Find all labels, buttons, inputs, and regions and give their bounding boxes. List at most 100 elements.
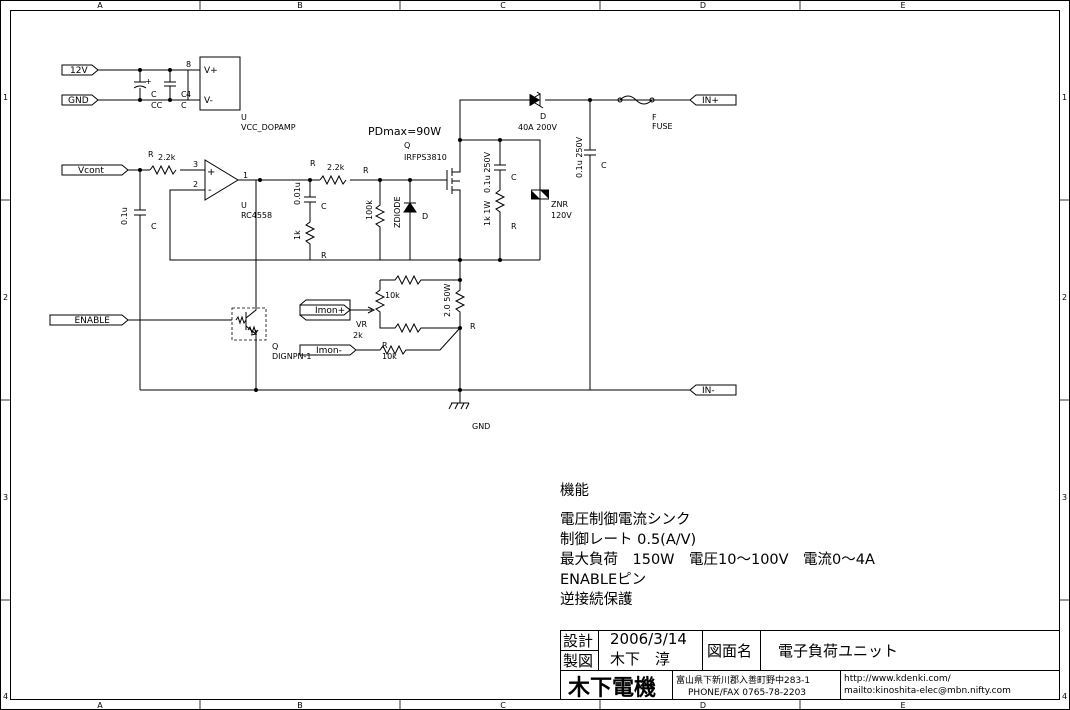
vr-ref: VR [356,320,367,329]
resistor-input-ref: R [148,150,154,159]
vr-potentiometer [374,280,460,334]
power-cap2-ref: CC [151,101,163,110]
resistor-imon-value: 10k [382,352,397,361]
port-12v [61,64,99,76]
enable-section: _ENABLE Q DIGNPN-1 [49,180,312,392]
cap-input-value: 0.1u [120,207,129,225]
port-imon-plus-box [299,304,351,316]
resistor-gate-value: 2.2k [327,163,345,172]
opamp-plus: + [207,167,215,178]
snubber-cap-value: 0.1u 250V [483,151,492,193]
junction-dot [168,98,172,102]
npn-transistor-box [231,307,267,341]
output-cap-ref: C [601,161,607,170]
col-label-top-c: C [500,1,506,10]
power-cap1-ref: C [151,90,157,99]
port-enable [49,314,129,326]
function-line-4: ENABLEピン [560,571,646,588]
junction-dot [168,68,172,72]
znr-varistor [531,189,549,260]
resistor-imon [356,327,461,356]
znr-body-top [531,190,540,199]
design-label: 設計 [563,632,593,650]
feedback-rc [304,180,316,260]
resistor-100k-ref: R [363,166,369,175]
port-imon-minus-label: Imon- [316,346,342,356]
function-line-2: 制御レート 0.5(A/V) [560,531,696,548]
row-label-right-1: 1 [1062,93,1067,102]
junction-dot [258,178,262,182]
diode-value: 40A 200V [518,123,557,132]
port-in-minus [689,384,737,396]
zener-diode [403,180,417,260]
mosfet-symbol [440,140,461,260]
snubber-res-ref: R [511,222,517,231]
power-cap-plus: + [145,77,152,86]
port-vcont [61,164,129,176]
resistor-vr-top-value: 10k [385,291,400,300]
function-notes: 機能 電圧制御電流シンク 制御レート 0.5(A/V) 最大負荷 150W 電圧… [560,482,875,608]
power-unit-ref: U [241,113,247,122]
author-name: 木下 淳 [610,650,670,668]
row-label-left-1: 1 [3,93,8,102]
port-gnd [61,94,99,106]
sense-section: 10k VR 2k 2.0 50W R Imon+ Imon- R 10k IN… [140,260,737,431]
power-pin-8: 8 [186,60,191,69]
draft-label: 製図 [563,652,593,670]
col-label-top-a: A [97,1,103,10]
resistor-input-value: 2.2k [158,153,176,162]
col-label-bottom-e: E [900,701,905,710]
col-label-bottom-b: B [297,701,303,710]
port-enable-label: _ENABLE [69,316,110,326]
output-cap-value: 0.1u 250V [575,136,584,178]
col-label-top-e: E [900,1,905,10]
opamp-pin1: 1 [243,171,248,180]
opamp-minus: - [208,185,212,196]
design-date: 2006/3/14 [610,630,687,648]
ground-icon [448,390,470,410]
junction-dot [138,68,142,72]
fuse-terminal [649,97,655,103]
inner-border [10,10,1060,700]
row-label-left-2: 2 [3,293,8,302]
power-pin-4: 4 [186,90,191,99]
znr-value: 120V [551,211,572,220]
pd-max: PDmax=90W [368,125,441,138]
resistor-100k-value: 100k [365,200,374,220]
zener-diode-body [404,203,416,212]
port-in-plus [689,94,737,106]
function-line-1: 電圧制御電流シンク [560,511,691,528]
frame-labels: A B C D E A B C D E 1 2 3 4 1 2 3 4 [3,1,1067,710]
company-mail: mailto:kinoshita-elec@mbn.nifty.com [844,686,1011,696]
fuse-terminal [617,97,623,103]
npn-part: DIGNPN-1 [272,352,312,361]
opamp-ref: U [241,201,247,210]
row-label-right-2: 2 [1062,293,1067,302]
resistor-vr-top [380,274,460,286]
port-vcont-label: Vcont [78,166,104,176]
power-unit-name: VCC_DOPAMP [241,123,296,132]
control-section: Vcont R 2.2k 0.1u C + - 3 2 1 U RC4558 2… [61,150,540,390]
power-vplus: V+ [204,66,218,76]
fuse-symbol [619,95,653,105]
vr-wiper [355,306,376,314]
title-block-frame [560,630,1060,700]
row-label-right-3: 3 [1062,493,1067,502]
junction-dot [254,388,258,392]
gate-wire [238,174,440,186]
row-label-right-4: 4 [1062,692,1067,701]
port-imon-minus [299,344,357,356]
cap-feedback-ref: C [321,202,327,211]
reverse-diode-body [530,94,540,106]
col-label-bottom-a: A [97,701,103,710]
col-label-bottom-c: C [500,701,506,710]
resistor-feedback-value: 1k [293,230,302,240]
port-in-minus-label: IN- [702,386,715,396]
snubber-cap-ref: C [511,173,517,182]
power-vminus: V- [204,96,213,106]
company-name: 木下電機 [567,676,656,701]
company-phone: PHONE/FAX 0765-78-2203 [688,688,806,698]
port-gnd-label: GND [68,96,89,106]
